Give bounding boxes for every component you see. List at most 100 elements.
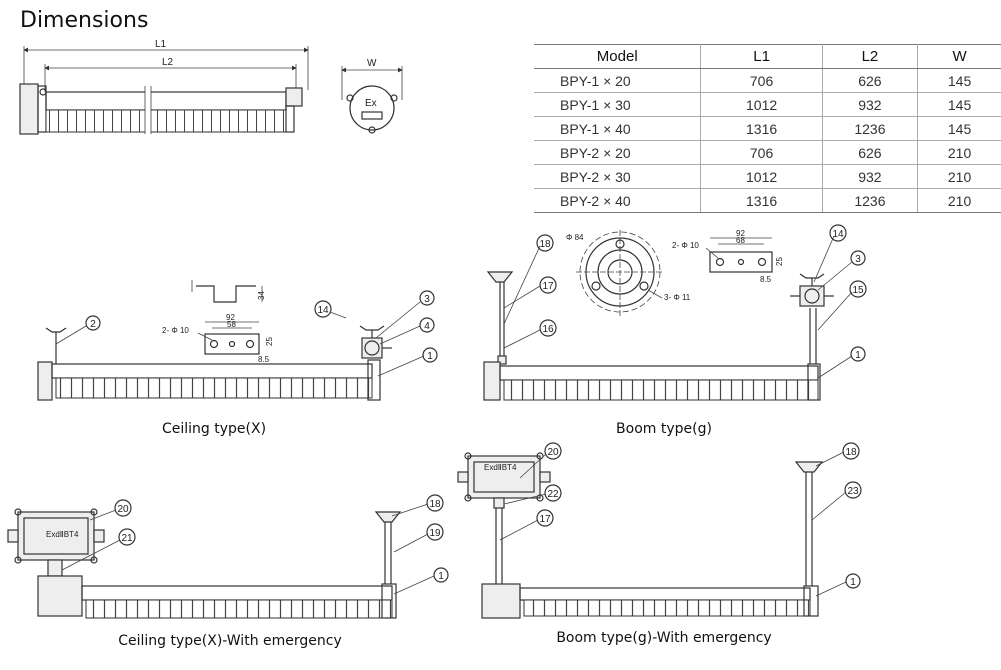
callout-17: 17 [536, 509, 554, 527]
svg-text:15: 15 [852, 285, 864, 296]
callout-1: 1 [422, 347, 438, 363]
callout-15: 15 [849, 280, 867, 298]
cell-w: 145 [917, 116, 1001, 141]
dim-w-label: W [367, 58, 377, 69]
svg-text:20: 20 [117, 504, 129, 515]
dim-l2-label: L2 [162, 57, 174, 68]
cell-l1: 1316 [700, 116, 823, 141]
callout-4: 4 [419, 317, 435, 333]
page-title: Dimensions [20, 8, 149, 33]
callout-18: 18 [536, 234, 554, 252]
svg-text:1: 1 [850, 577, 856, 588]
ceiling-emergency-fixture: ExdⅡBT4 [7, 508, 402, 619]
svg-text:16: 16 [542, 324, 554, 335]
cell-w: 145 [917, 68, 1001, 93]
cell-l2: 626 [822, 68, 919, 93]
callout-1: 1 [850, 346, 866, 362]
header-l1: L1 [700, 44, 823, 69]
cell-l2: 932 [822, 92, 919, 117]
cell-model: BPY-1 × 30 [534, 92, 702, 117]
callout-14: 14 [314, 300, 332, 318]
cell-model: BPY-2 × 20 [534, 140, 702, 165]
callout-17: 17 [539, 276, 557, 294]
ex-mark: Ex [365, 98, 377, 109]
callout-18: 18 [842, 442, 860, 460]
svg-text:18: 18 [845, 447, 857, 458]
bracket-68: 68 [736, 236, 745, 245]
svg-text:2: 2 [90, 319, 96, 330]
boom-type-fixture [483, 271, 834, 401]
dim-92: 92 [226, 313, 235, 322]
svg-text:14: 14 [317, 305, 329, 316]
cell-w: 210 [917, 164, 1001, 189]
callout-2: 2 [85, 315, 101, 331]
dim-l1-label: L1 [155, 39, 167, 50]
cell-l2: 932 [822, 164, 919, 189]
callout-19: 19 [426, 523, 444, 541]
callout-14: 14 [829, 224, 847, 242]
callout-leaders [55, 235, 853, 597]
caption-boom-emergency: Boom type(g)-With emergency [556, 630, 771, 646]
callout-18: 18 [426, 494, 444, 512]
dim-25: 25 [265, 337, 274, 346]
svg-text:1: 1 [855, 350, 861, 361]
svg-text:17: 17 [542, 281, 554, 292]
flange-holes: 3- Φ 11 [664, 293, 691, 302]
svg-text:17: 17 [539, 514, 551, 525]
caption-ceiling: Ceiling type(X) [162, 421, 266, 437]
box-label-right: ExdⅡBT4 [484, 463, 517, 472]
cell-l2: 1236 [822, 116, 919, 141]
cell-l2: 626 [822, 140, 919, 165]
cell-model: BPY-1 × 40 [534, 116, 702, 141]
svg-text:19: 19 [429, 528, 441, 539]
callout-1: 1 [845, 573, 861, 589]
svg-text:21: 21 [121, 533, 133, 544]
callout-20: 20 [544, 442, 562, 460]
svg-text:3: 3 [855, 254, 861, 265]
dim-34: 34 [257, 291, 266, 300]
header-l2: L2 [822, 44, 919, 69]
box-label-left: ExdⅡBT4 [46, 530, 79, 539]
holes-label: 2- Φ 10 [162, 326, 189, 335]
ceiling-bracket-detail: 34 92 58 2- Φ 10 25 8.5 [162, 280, 274, 364]
bracket-holes: 2- Φ 10 [672, 241, 699, 250]
svg-text:1: 1 [438, 571, 444, 582]
callout-1: 1 [433, 567, 449, 583]
flange-dia: Φ 84 [566, 233, 584, 242]
cell-l1: 706 [700, 140, 823, 165]
bracket-92: 92 [736, 229, 745, 238]
svg-text:20: 20 [547, 447, 559, 458]
svg-text:23: 23 [847, 486, 859, 497]
boom-flange-detail: Φ 84 3- Φ 11 92 68 2- Φ 10 25 8.5 [566, 229, 784, 316]
svg-text:18: 18 [429, 499, 441, 510]
callouts: 2 3 4 14 1 18 17 16 14 3 15 1 20 21 18 1… [85, 224, 867, 589]
header-w: W [917, 44, 1001, 69]
bracket-slot: 8.5 [760, 275, 772, 284]
cell-w: 210 [917, 140, 1001, 165]
cell-l2: 1236 [822, 188, 919, 213]
svg-text:22: 22 [547, 489, 559, 500]
header-model: Model [534, 44, 702, 69]
cell-w: 145 [917, 92, 1001, 117]
caption-ceiling-emergency: Ceiling type(X)-With emergency [118, 633, 342, 649]
slot-label: 8.5 [258, 355, 270, 364]
cell-model: BPY-1 × 20 [534, 68, 702, 93]
dim-58: 58 [227, 320, 236, 329]
cell-l1: 1316 [700, 188, 823, 213]
callout-20: 20 [114, 499, 132, 517]
top-view-fixture: L1 L2 [19, 39, 309, 135]
bracket-25: 25 [775, 257, 784, 266]
svg-text:14: 14 [832, 229, 844, 240]
callout-23: 23 [844, 481, 862, 499]
callout-22: 22 [544, 484, 562, 502]
cell-w: 210 [917, 188, 1001, 213]
svg-text:3: 3 [424, 294, 430, 305]
boom-emergency-fixture: ExdⅡBT4 [457, 452, 824, 619]
